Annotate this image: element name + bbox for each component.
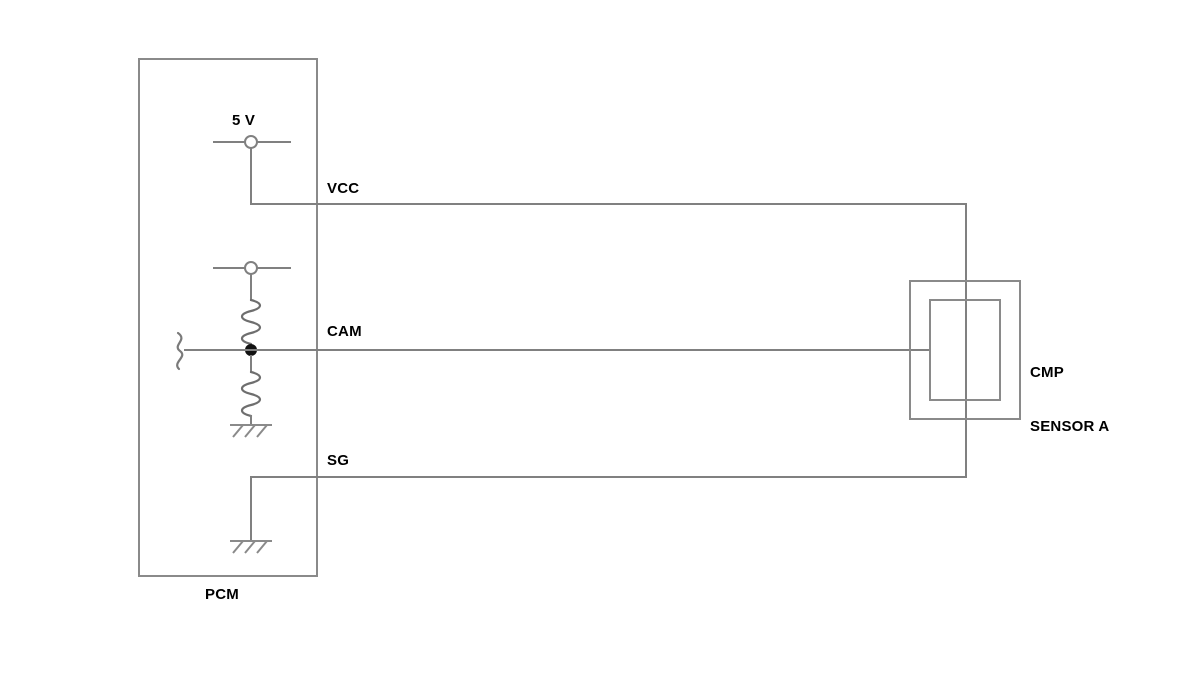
ground-symbol-cam — [230, 424, 272, 438]
sensor-outer-body — [909, 280, 1021, 420]
sg-label: SG — [327, 452, 350, 469]
vcc-label: VCC — [327, 180, 360, 197]
ground-symbol-sg — [230, 540, 272, 554]
pullup-resistor — [240, 298, 262, 346]
vcc-wire — [250, 147, 967, 351]
cmp-sensor-label: CMP SENSOR A — [1030, 327, 1109, 473]
pcm-enclosure — [138, 58, 318, 577]
sg-wire — [250, 349, 967, 542]
cam-terminal-node — [244, 261, 258, 275]
sensor-inner-body — [929, 299, 1001, 401]
cmp-sensor-label-line1: CMP — [1030, 363, 1064, 381]
cam-label: CAM — [327, 323, 362, 340]
pcm-label: PCM — [205, 586, 239, 603]
supply-terminal-node — [244, 135, 258, 149]
cam-wire-break-squiggle — [176, 331, 184, 371]
cmp-sensor-label-line2: SENSOR A — [1030, 418, 1110, 436]
supply-voltage-label: 5 V — [232, 112, 256, 129]
pulldown-resistor — [240, 370, 262, 418]
